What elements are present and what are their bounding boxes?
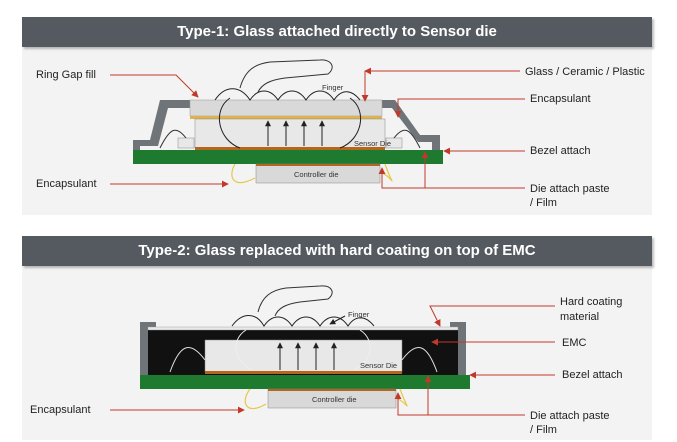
type1-arrow-die-attach-2 <box>378 167 425 189</box>
type1-pcb-substrate <box>133 150 443 164</box>
type1-die-attach-label-line1: Die attach paste <box>530 183 610 195</box>
type2-die-attach-label-line1: Die attach paste <box>530 410 610 422</box>
type2-bond-wire-left <box>169 347 206 373</box>
type2-diagram: Finger Sensor Die Controller die Hard co… <box>30 285 623 436</box>
type2-finger-ridges <box>231 315 375 327</box>
type2-bezel-attach-label: Bezel attach <box>562 369 623 381</box>
type2-field-line-1 <box>235 329 253 371</box>
type2-wire-bottom-left <box>244 388 267 410</box>
type1-bond-wire-right <box>393 129 421 149</box>
type2-hard-coating-label-line2: material <box>560 311 599 323</box>
type2-title-banner: Type-2: Glass replaced with hard coating… <box>22 236 652 266</box>
type2-emc-label: EMC <box>562 337 587 349</box>
type1-bezel-attach-label: Bezel attach <box>530 145 591 157</box>
type1-diagram: Finger Sensor Die Controller die Ring Ga… <box>36 59 645 209</box>
type1-die-attach-label-line2: / Film <box>530 197 557 209</box>
type1-encapsulant-left-label: Encapsulant <box>36 178 97 190</box>
type1-arrow-encapsulant-right <box>394 98 525 118</box>
type1-bond-wire-left <box>159 129 187 149</box>
type1-bezel <box>133 100 440 150</box>
type1-field-line-1 <box>219 97 241 149</box>
type1-glass-layer <box>189 99 383 117</box>
type1-finger-label: Finger <box>322 83 344 92</box>
type1-arrow-ring-gap <box>110 74 199 98</box>
type2-finger-arrow <box>329 315 346 325</box>
type1-controller-attach <box>256 164 380 166</box>
type2-controller-attach <box>268 389 396 391</box>
type2-field-line-2 <box>353 329 371 371</box>
type2-arrow-die-attach-2 <box>394 392 428 416</box>
type2-sensor-die-label: Sensor Die <box>360 361 397 370</box>
type1-field-line-2 <box>339 97 361 149</box>
type1-glass-label: Glass / Ceramic / Plastic <box>525 66 645 78</box>
type1-sensor-die <box>194 118 386 149</box>
type2-encapsulant-left-label: Encapsulant <box>30 404 91 416</box>
type2-finger-outline <box>257 285 333 317</box>
type1-wire-bottom-left <box>231 163 256 184</box>
type1-encapsulant-strip <box>190 116 382 119</box>
type2-pcb-substrate <box>140 375 470 389</box>
type2-hard-coating <box>147 326 459 331</box>
type1-encapsulant-right-label: Encapsulant <box>530 93 591 105</box>
type2-hard-coating-label-line1: Hard coating <box>560 296 622 308</box>
type2-bond-wire-right <box>401 347 438 373</box>
type1-die-attach-film <box>195 147 385 150</box>
type1-bond-pad-left <box>177 137 195 149</box>
type1-finger-outline <box>239 59 333 93</box>
type2-die-attach-film <box>205 371 402 374</box>
type1-controller-die-label: Controller die <box>294 170 339 179</box>
type2-controller-die-label: Controller die <box>312 395 357 404</box>
type1-title-banner: Type-1: Glass attached directly to Senso… <box>22 17 652 47</box>
type1-sensor-die-label: Sensor Die <box>354 139 391 148</box>
type2-wire-bottom-right <box>395 388 408 407</box>
type1-finger-ridges <box>214 88 361 101</box>
type2-die-attach-label-line2: / Film <box>530 424 557 436</box>
type1-ring-gap-fill-label: Ring Gap fill <box>36 69 96 81</box>
type2-finger-label: Finger <box>348 310 370 319</box>
type2-arrow-hard-coating <box>429 305 555 327</box>
